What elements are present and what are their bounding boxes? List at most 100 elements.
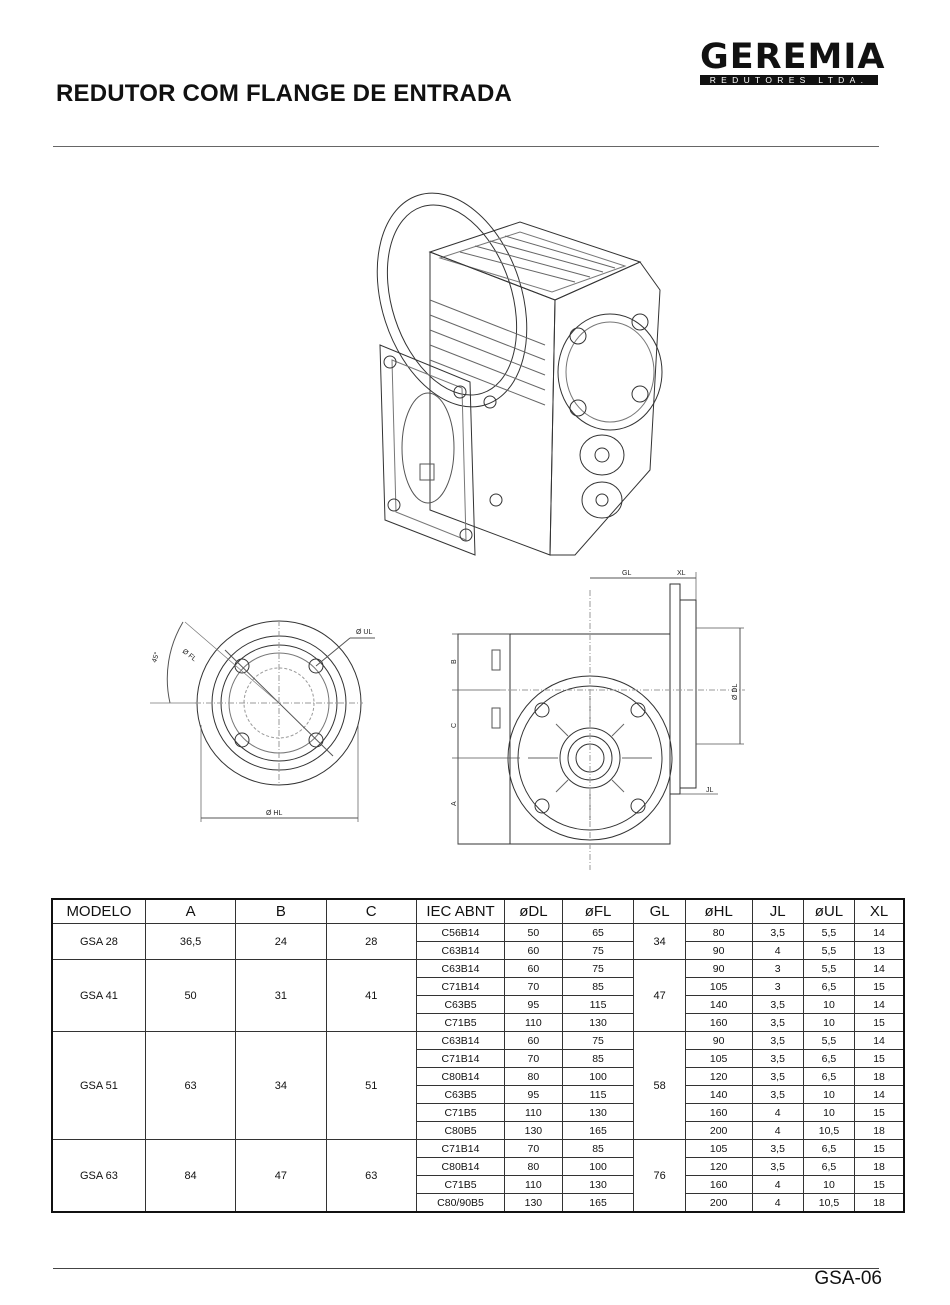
dimension-b-cell: 47: [235, 1139, 327, 1213]
iec-abnt-cell: C71B5: [415, 1175, 506, 1194]
hl-cell: 90: [684, 959, 753, 978]
xl-cell: 15: [854, 977, 905, 996]
hl-cell: 90: [684, 1031, 753, 1050]
iec-abnt-cell: C80B14: [415, 1067, 506, 1086]
iec-abnt-cell: C71B14: [415, 1049, 506, 1068]
jl-cell: 4: [751, 1175, 804, 1194]
gl-cell: 34: [633, 923, 686, 960]
iec-abnt-cell: C80B5: [415, 1121, 506, 1140]
jl-cell: 3: [751, 977, 804, 996]
table-header-row: MODELO A B C IEC ABNT øDL øFL GL øHL JL …: [51, 898, 905, 924]
dimension-a-cell: 50: [144, 959, 237, 1032]
iec-abnt-cell: C63B14: [415, 941, 506, 960]
hl-cell: 160: [684, 1175, 753, 1194]
hl-cell: 120: [684, 1157, 753, 1176]
hl-cell: 80: [684, 923, 753, 942]
dimension-c-cell: 51: [325, 1031, 417, 1140]
iec-abnt-cell: C80/90B5: [415, 1193, 506, 1213]
fl-cell: 165: [561, 1193, 635, 1213]
ul-label: Ø UL: [356, 629, 372, 636]
fl-cell: 100: [561, 1067, 635, 1086]
ul-cell: 5,5: [802, 941, 856, 960]
jl-cell: 4: [751, 1193, 804, 1213]
dl-cell: 110: [504, 1175, 563, 1194]
specification-table: MODELO A B C IEC ABNT øDL øFL GL øHL JL …: [51, 898, 905, 1213]
fl-label: Ø FL: [181, 648, 198, 663]
dimension-a-cell: 36,5: [144, 923, 237, 960]
model-cell: GSA 41: [51, 959, 146, 1032]
column-header: A: [144, 898, 237, 924]
fl-cell: 130: [561, 1175, 635, 1194]
hl-cell: 140: [684, 1085, 753, 1104]
gl-label: GL: [622, 570, 631, 577]
dimension-a-cell: 84: [144, 1139, 237, 1213]
ul-cell: 10: [802, 1103, 856, 1122]
iec-abnt-cell: C63B14: [415, 959, 506, 978]
jl-cell: 3,5: [751, 995, 804, 1014]
iec-abnt-cell: C71B5: [415, 1103, 506, 1122]
ul-cell: 5,5: [802, 923, 856, 942]
dl-cell: 130: [504, 1193, 563, 1213]
xl-cell: 13: [854, 941, 905, 960]
column-header: øFL: [561, 898, 635, 924]
gl-cell: 76: [633, 1139, 686, 1213]
dimension-b-cell: 24: [235, 923, 327, 960]
dl-cell: 130: [504, 1121, 563, 1140]
gl-cell: 58: [633, 1031, 686, 1140]
column-header: MODELO: [51, 898, 146, 924]
hl-cell: 105: [684, 977, 753, 996]
iec-abnt-cell: C63B14: [415, 1031, 506, 1050]
jl-cell: 4: [751, 1103, 804, 1122]
ul-cell: 10,5: [802, 1121, 856, 1140]
ul-cell: 5,5: [802, 1031, 856, 1050]
gearbox-isometric-illustration: [376, 192, 663, 556]
brand-tagline: REDUTORES LTDA.: [700, 75, 878, 85]
hl-cell: 105: [684, 1139, 753, 1158]
dl-cell: 80: [504, 1157, 563, 1176]
iec-abnt-cell: C63B5: [415, 1085, 506, 1104]
brand-logo: GEREMIA REDUTORES LTDA.: [700, 40, 884, 85]
ul-cell: 6,5: [802, 1139, 856, 1158]
model-cell: GSA 28: [51, 923, 146, 960]
jl-cell: 3,5: [751, 923, 804, 942]
page-title: REDUTOR COM FLANGE DE ENTRADA: [56, 80, 513, 107]
dl-cell: 50: [504, 923, 563, 942]
hl-cell: 105: [684, 1049, 753, 1068]
flange-front-view: [150, 620, 375, 822]
dimension-c-cell: 63: [325, 1139, 417, 1213]
fl-cell: 85: [561, 1049, 635, 1068]
ul-cell: 10: [802, 1013, 856, 1032]
hl-cell: 200: [684, 1121, 753, 1140]
dl-cell: 70: [504, 1049, 563, 1068]
column-header: øDL: [504, 898, 563, 924]
iec-abnt-cell: C71B5: [415, 1013, 506, 1032]
dl-cell: 110: [504, 1013, 563, 1032]
dl-cell: 110: [504, 1103, 563, 1122]
ul-cell: 10,5: [802, 1193, 856, 1213]
column-header: JL: [751, 898, 804, 924]
ul-cell: 5,5: [802, 959, 856, 978]
fl-cell: 75: [561, 941, 635, 960]
jl-cell: 3,5: [751, 1067, 804, 1086]
technical-drawing: 45° Ø FL Ø UL Ø HL B C A GL XL Ø DL JL: [150, 192, 745, 870]
xl-cell: 14: [854, 1085, 905, 1104]
fl-cell: 130: [561, 1103, 635, 1122]
jl-cell: 3,5: [751, 1157, 804, 1176]
dimension-c-cell: 28: [325, 923, 417, 960]
xl-cell: 18: [854, 1157, 905, 1176]
jl-cell: 3,5: [751, 1085, 804, 1104]
jl-cell: 4: [751, 941, 804, 960]
jl-cell: 3,5: [751, 1031, 804, 1050]
column-header: C: [325, 898, 417, 924]
fl-cell: 130: [561, 1013, 635, 1032]
dimension-b-cell: 31: [235, 959, 327, 1032]
fl-cell: 75: [561, 959, 635, 978]
dl-cell: 80: [504, 1067, 563, 1086]
xl-cell: 15: [854, 1049, 905, 1068]
dl-cell: 60: [504, 941, 563, 960]
c-label: C: [451, 723, 458, 728]
